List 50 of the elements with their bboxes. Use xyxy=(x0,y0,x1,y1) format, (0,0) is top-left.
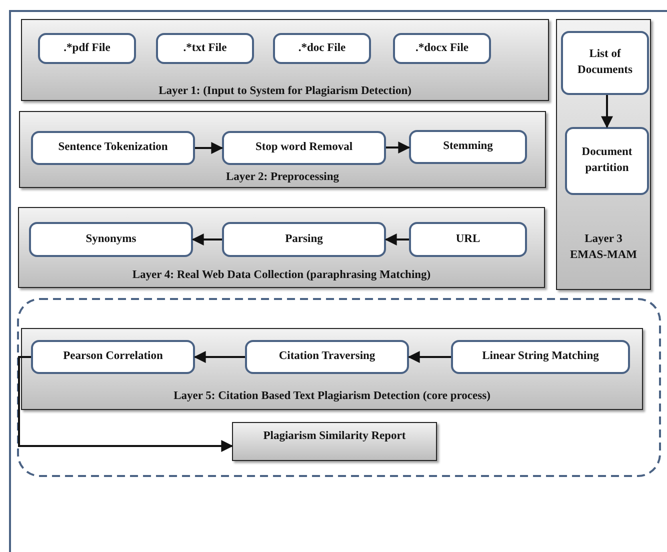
node-label: List of Documents xyxy=(576,47,634,78)
node-label: Document partition xyxy=(580,145,634,176)
layer-panel xyxy=(21,328,643,410)
node-label: Sentence Tokenization xyxy=(58,140,168,156)
layer-label: Layer 4: Real Web Data Collection (paraphrasing Matching) xyxy=(131,268,432,283)
node-label: .*doc File xyxy=(298,40,346,56)
process-box xyxy=(31,131,195,165)
node-label: Pearson Correlation xyxy=(63,349,163,364)
node-label: .*pdf File xyxy=(64,40,110,56)
process-box xyxy=(156,33,254,64)
process-box xyxy=(222,131,386,165)
process-box xyxy=(29,222,193,257)
process-box xyxy=(393,33,491,64)
layer-label: Layer 3 EMAS-MAM xyxy=(568,232,638,263)
process-box xyxy=(245,340,409,374)
arrow xyxy=(192,234,222,246)
layer-label: Layer 5: Citation Based Text Plagiarism Detection (core process) xyxy=(172,389,492,404)
process-box xyxy=(38,33,136,64)
layer-panel xyxy=(18,207,545,288)
node-label: .*txt File xyxy=(183,40,227,56)
process-box xyxy=(31,340,195,374)
arrow xyxy=(601,95,613,128)
arrow xyxy=(195,142,224,154)
process-box xyxy=(561,31,649,95)
arrow xyxy=(408,351,451,363)
node-label: Parsing xyxy=(285,232,323,247)
node-label: Citation Traversing xyxy=(278,349,376,364)
arrow xyxy=(18,356,234,452)
node-label: Synonyms xyxy=(86,232,136,247)
process-box xyxy=(409,130,527,164)
arrow xyxy=(384,234,409,246)
process-box xyxy=(565,127,649,195)
layer-panel xyxy=(21,19,549,101)
process-box xyxy=(409,222,527,257)
process-box xyxy=(222,222,386,257)
arrow xyxy=(194,351,245,363)
layer-label: Layer 2: Preprocessing xyxy=(224,170,340,185)
node-label: Linear String Matching xyxy=(482,349,599,364)
process-box xyxy=(451,340,630,374)
node-label: Stemming xyxy=(443,139,493,154)
arrow xyxy=(386,142,410,154)
report-box xyxy=(232,422,437,461)
node-label: .*docx File xyxy=(415,40,469,56)
layer-label: Layer 1: (Input to System for Plagiarism Detection) xyxy=(158,84,412,99)
node-label: URL xyxy=(456,232,480,247)
node-label: Plagiarism Similarity Report xyxy=(263,429,406,444)
process-box xyxy=(273,33,371,64)
node-label: Stop word Removal xyxy=(255,140,353,156)
layer-panel xyxy=(556,19,651,290)
layer-panel xyxy=(19,111,546,188)
